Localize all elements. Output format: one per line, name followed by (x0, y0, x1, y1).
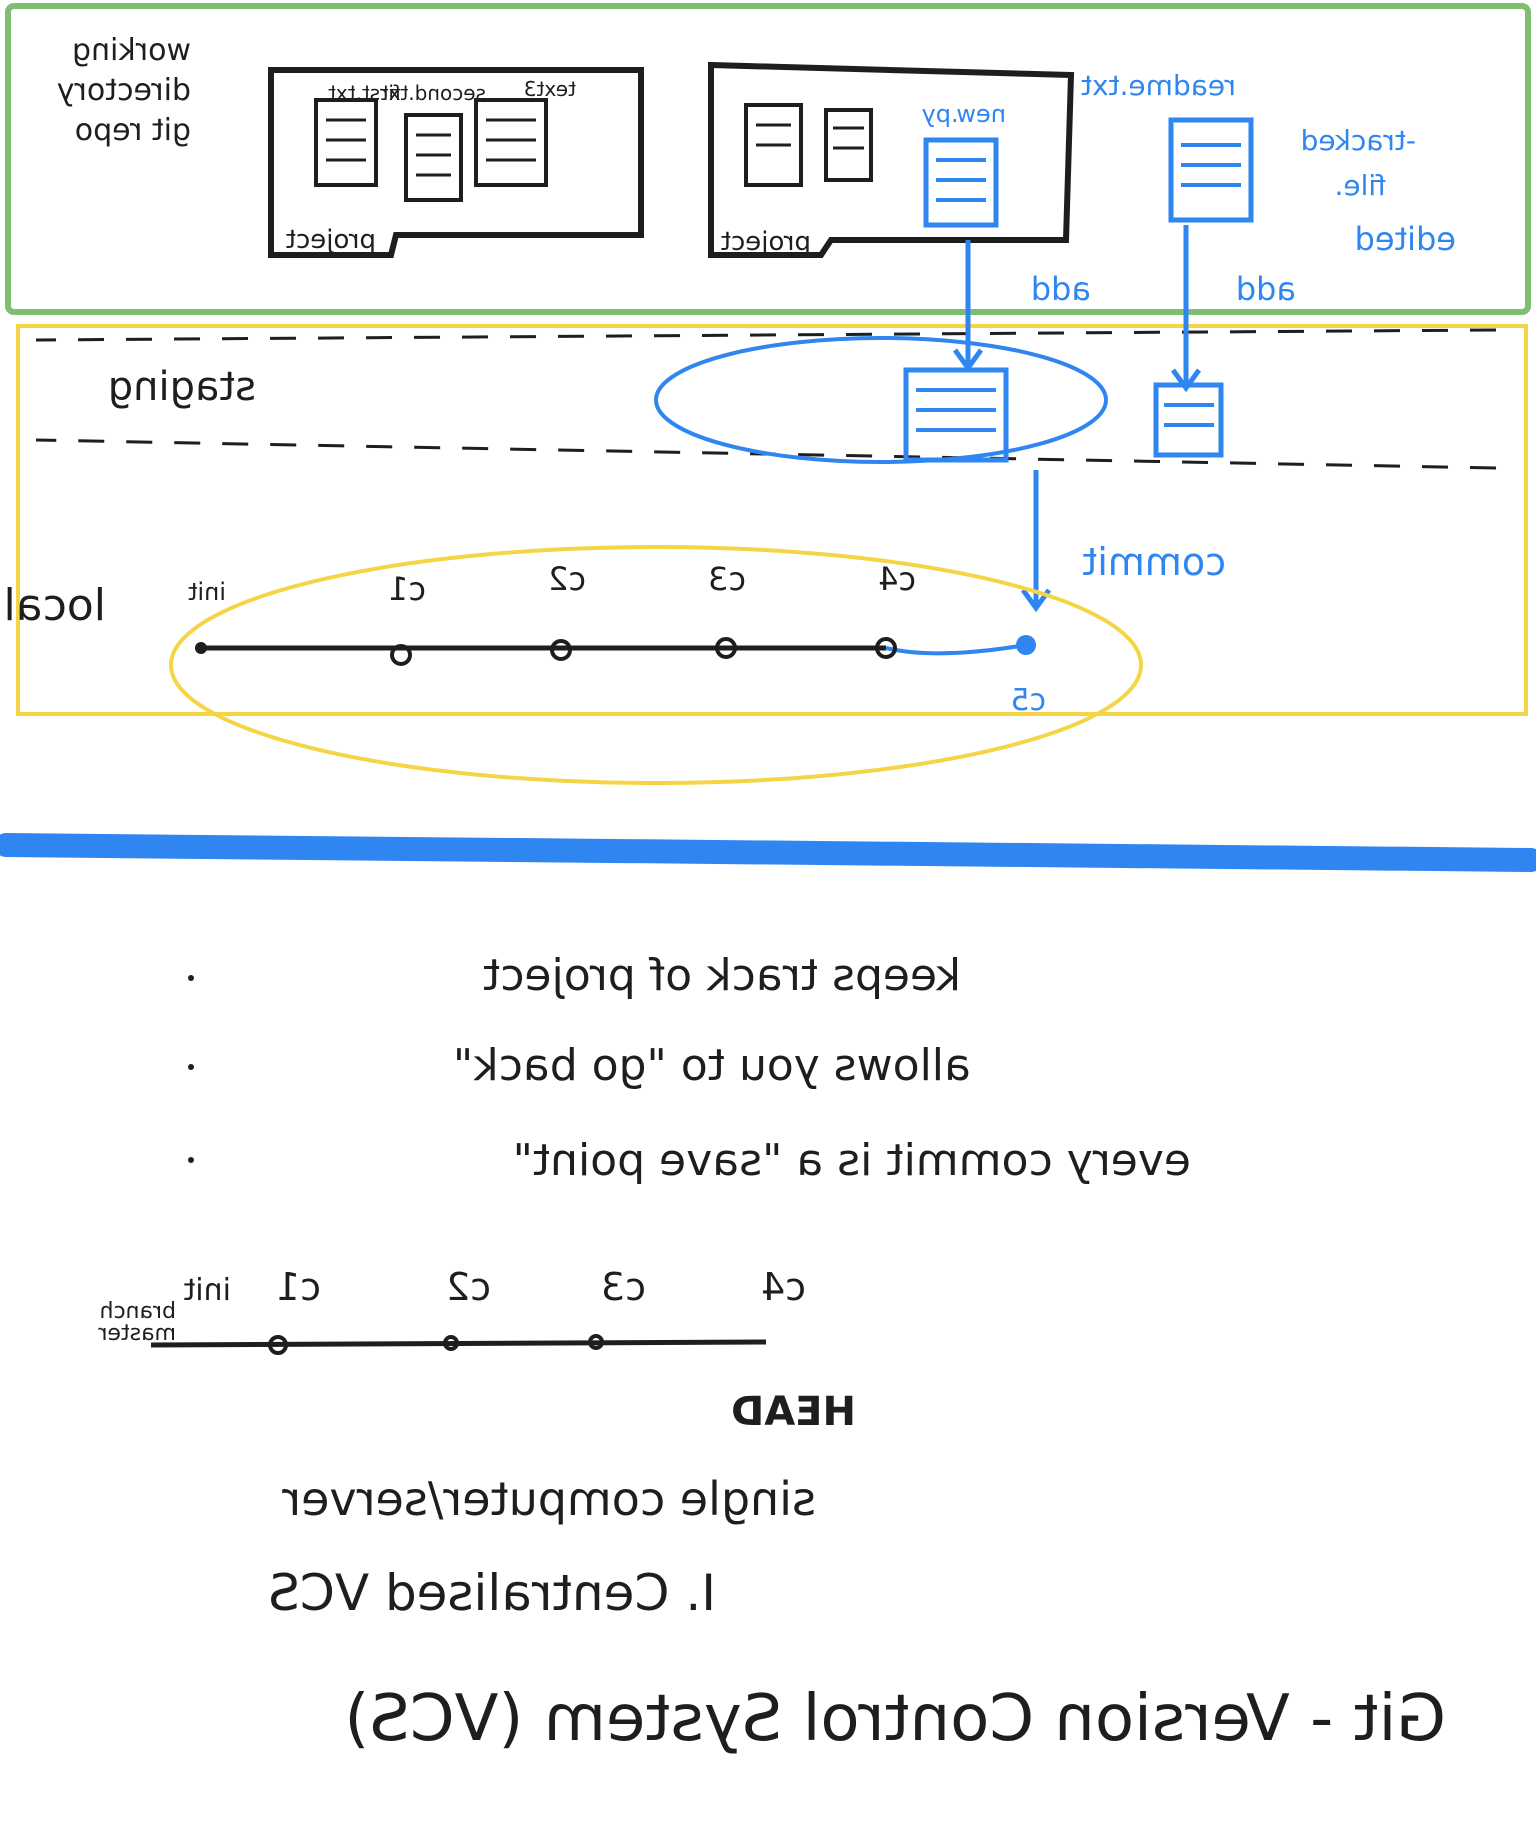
add-label-right: add (1236, 270, 1296, 308)
staging-divider-top (35, 328, 1497, 342)
history-branch-master: master (97, 1321, 176, 1346)
staged-file-icon (903, 367, 1009, 463)
edited-note-file: file. (1334, 169, 1386, 202)
file-name-second: second.txt (381, 81, 486, 105)
commit-label-c3: c3 (708, 560, 746, 598)
commit-label-init: init (188, 578, 226, 606)
commit-label: commit (1082, 540, 1226, 584)
working-zone-label: working directory git repo (57, 33, 191, 148)
history-label-init: init (183, 1273, 231, 1308)
add-arrow-left: add (952, 240, 1091, 373)
file-name-first: first.txt (328, 81, 401, 105)
commit-node-c5 (1016, 635, 1036, 655)
project-folder-2: project new.py (708, 61, 1075, 258)
edited-readme-group: readme.txt edited file. -tracked (1081, 69, 1456, 258)
add-label-left: add (1031, 270, 1091, 308)
staging-area-ellipse (654, 336, 1224, 464)
bullet-dot (188, 975, 194, 981)
edited-note-edited: edited (1355, 220, 1456, 258)
bullet-dot (188, 1157, 194, 1163)
history-label-c2: c2 (446, 1265, 491, 1309)
staging-zone-label: staging (108, 364, 256, 410)
history-label-c4: c4 (761, 1265, 806, 1309)
commit-label-c5: c5 (1010, 683, 1046, 718)
commit-node-c3 (715, 637, 737, 659)
vcs-types-bullet: single computer/server (282, 1472, 816, 1526)
commit-graph: init c1 c2 c3 c4 c5 (188, 560, 1046, 718)
head-label: HEAD (731, 1389, 856, 1435)
vcs-types-heading: I. Centralised VCS (268, 1564, 716, 1622)
working-directory-zone (5, 3, 1531, 315)
commit-node-c4 (875, 637, 897, 659)
history-label-c1: c1 (276, 1265, 321, 1309)
history-label-c3: c3 (601, 1265, 646, 1309)
notes-section: keeps track of project allows you to "go… (188, 950, 1191, 1186)
history-node-c1 (268, 1335, 288, 1355)
svg-text:directory: directory (57, 73, 191, 108)
staging-local-zone (16, 324, 1528, 716)
note-bullet-2: allows you to "go back" (453, 1040, 971, 1091)
project-label-1: project (286, 225, 376, 255)
file-icon (824, 108, 873, 182)
add-arrow-right: add (1170, 225, 1296, 393)
svg-text:working: working (72, 33, 191, 68)
file-icon (404, 113, 463, 202)
commit-label-c1: c1 (388, 570, 426, 608)
page-title: Git - Version Control System (VCS) (344, 1682, 1446, 1756)
file-icon (474, 98, 548, 187)
commit-label-c4: c4 (878, 560, 916, 598)
project-folder-1: project first.txt second.txt tex (268, 67, 644, 258)
history-branch-branch: branch (100, 1299, 176, 1324)
section-divider (0, 833, 1536, 872)
project-label-2: project (721, 227, 811, 257)
mirrored-sketch: working directory git repo staging local… (0, 3, 1536, 1756)
history-node-c3 (588, 1334, 604, 1350)
bullet-dot (188, 1064, 194, 1070)
note-bullet-1: keeps track of project (483, 950, 961, 1001)
commit-label-c2: c2 (548, 560, 586, 598)
svg-text:git repo: git repo (75, 113, 191, 148)
readme-file-name: readme.txt (1081, 69, 1236, 102)
commit-arrow: commit (1020, 470, 1226, 613)
edited-file-icon (1168, 117, 1254, 223)
note-bullet-3: every commit is a "save point" (513, 1135, 1191, 1186)
commit-node-c1 (390, 644, 412, 666)
edited-note-tracked: -tracked (1301, 124, 1416, 157)
history-node-c2 (443, 1335, 459, 1351)
file-icon (744, 103, 803, 187)
staged-file-icon (1153, 382, 1224, 458)
file-icon (314, 98, 378, 187)
new-file-icon (923, 137, 999, 228)
file-name-text3: text3 (524, 77, 576, 101)
commit-node-init (195, 642, 207, 654)
new-file-name: new.py (922, 100, 1006, 128)
commit-node-c2 (550, 639, 572, 661)
local-repo-ellipse (169, 545, 1143, 785)
local-zone-label: local (3, 580, 106, 631)
history-graph: master branch init c1 c2 c3 c4 HEAD (97, 1265, 856, 1435)
